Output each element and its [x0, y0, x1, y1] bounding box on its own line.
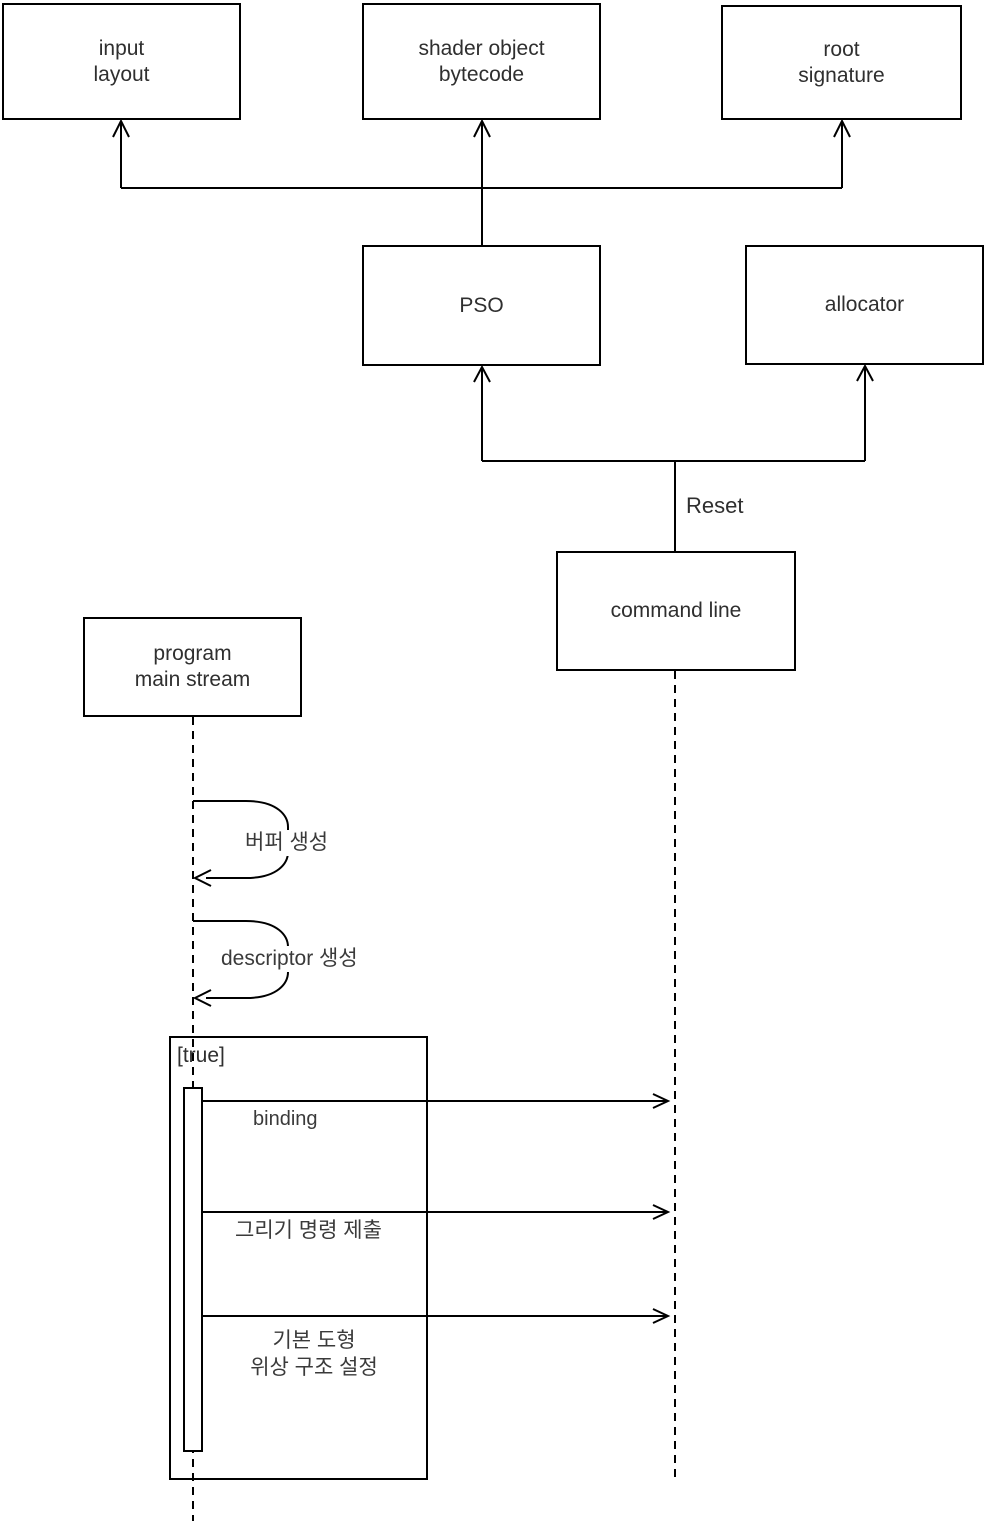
- node-shader-object-bytecode: shader object bytecode: [362, 3, 601, 120]
- arrowhead-input-layout: [112, 118, 130, 138]
- activation-bar: [183, 1087, 203, 1452]
- arrowhead-self-message-2: [192, 989, 212, 1007]
- self-message-label-descriptor: descriptor 생성: [218, 946, 361, 972]
- node-allocator: allocator: [745, 245, 984, 365]
- loop-fragment-frame: [169, 1036, 428, 1480]
- message-label-draw-submit: 그리기 명령 제출: [235, 1219, 382, 1242]
- message-label-binding: binding: [253, 1108, 318, 1130]
- arrowhead-shader-bytecode: [473, 118, 491, 138]
- arrowhead-allocator: [856, 363, 874, 382]
- node-label: root signature: [798, 37, 885, 87]
- arrowhead-self-message-1: [192, 869, 212, 887]
- self-message-label-buffer: 버퍼 생성: [242, 830, 332, 856]
- message-label-topology: 기본 도형 위상 구조 설정: [250, 1329, 378, 1379]
- fragment-guard-label: [true]: [177, 1044, 225, 1067]
- node-label: shader object bytecode: [418, 36, 545, 86]
- node-label: program main stream: [134, 642, 251, 691]
- reset-edge-label: Reset: [686, 493, 744, 518]
- arrowhead-pso: [473, 364, 491, 383]
- node-pso: PSO: [362, 245, 601, 366]
- node-input-layout: input layout: [2, 3, 241, 120]
- node-program-main-stream: program main stream: [83, 617, 302, 717]
- arrowhead-root-signature: [833, 118, 851, 138]
- node-label: input layout: [93, 36, 150, 86]
- arrowhead-topology: [652, 1308, 671, 1324]
- node-root-signature: root signature: [721, 5, 962, 120]
- node-label: command line: [610, 599, 742, 622]
- node-label: PSO: [459, 293, 504, 317]
- arrowhead-binding: [652, 1093, 671, 1109]
- arrowhead-draw-submit: [652, 1204, 671, 1220]
- node-label: allocator: [824, 293, 905, 316]
- node-command-line: command line: [556, 551, 796, 671]
